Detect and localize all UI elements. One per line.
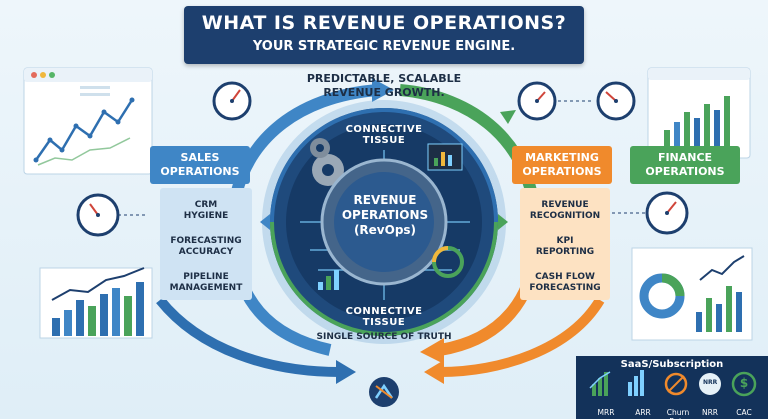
tagline-line: PREDICTABLE, SCALABLE [306, 72, 462, 85]
sales-item-line: HYGIENE [183, 211, 229, 221]
marketing-item-line: REPORTING [535, 247, 595, 257]
marketing-operations-header: MARKETING OPERATIONS [512, 146, 612, 184]
marketing-item-line: CASH FLOW [535, 272, 595, 282]
dashboard-icon [427, 143, 463, 171]
sales-operations-body: CRM HYGIENE FORECASTING ACCURACY PIPELIN… [160, 188, 252, 300]
gauge-icon [517, 81, 557, 121]
kpi-label-cac: CAC [736, 408, 752, 417]
sales-operations-header: SALES OPERATIONS [150, 146, 250, 184]
left-browser-window [23, 67, 153, 175]
ring-label-top: CONNECTIVE TISSUE [345, 124, 423, 146]
marketing-item: CASH FLOW FORECASTING [520, 272, 610, 294]
kpi-icons [576, 356, 768, 419]
sales-title-line: OPERATIONS [160, 165, 240, 178]
sales-item-line: PIPELINE [183, 272, 229, 282]
logo-icon [369, 377, 399, 407]
sales-item-line: FORECASTING [170, 236, 242, 246]
marketing-title-line: MARKETING [525, 151, 599, 164]
gauge-icon [645, 191, 689, 235]
gear-icon [310, 138, 344, 186]
right-lower-chart [631, 247, 753, 341]
sales-item-line: MANAGEMENT [169, 283, 243, 293]
marketing-operations-body: REVENUE RECOGNITION KPI REPORTING CASH F… [520, 188, 610, 300]
marketing-item-line: REVENUE [541, 200, 589, 210]
kpi-label-nrr: NRR [701, 408, 719, 417]
sales-item-line: ACCURACY [178, 247, 234, 257]
marketing-item: REVENUE RECOGNITION [520, 200, 610, 222]
arrow-left-icon [260, 214, 270, 230]
hub-line: REVENUE [353, 193, 417, 207]
gauge-icon [76, 193, 120, 237]
gauge-icon [596, 81, 636, 121]
left-bar-chart [39, 267, 153, 339]
finance-title-line: FINANCE [657, 151, 713, 164]
finance-title-line: OPERATIONS [645, 165, 725, 178]
sales-item: CRM HYGIENE [160, 200, 252, 222]
hub-line: OPERATIONS [341, 208, 429, 222]
right-browser-window [647, 67, 751, 159]
tagline: PREDICTABLE, SCALABLE REVENUE GROWTH. [270, 72, 498, 100]
marketing-title-line: OPERATIONS [522, 165, 602, 178]
tagline-line: REVENUE GROWTH. [323, 86, 445, 99]
marketing-item-line: KPI [556, 236, 574, 246]
kpi-title: SaaS/Subscription [620, 359, 724, 370]
nrr-icon: NRR [703, 379, 718, 386]
kpi-label-arr: ARR [635, 408, 651, 417]
gauge-icon [212, 81, 252, 121]
page-title: WHAT IS REVENUE OPERATIONS? [201, 12, 567, 34]
gauge-icon [432, 246, 464, 278]
ring-label-outer: SINGLE SOURCE OF TRUTH [316, 332, 452, 342]
marketing-item-line: RECOGNITION [529, 211, 601, 221]
bar-chart-icon [318, 270, 339, 290]
marketing-item: KPI REPORTING [520, 236, 610, 258]
ring-label-bottom: CONNECTIVE TISSUE [345, 306, 423, 328]
kpi-label-mrr: MRR [597, 408, 615, 417]
kpi-label-churn: Churn Rate [666, 408, 690, 419]
dollar-icon: $ [739, 376, 749, 390]
finance-operations-header: FINANCE OPERATIONS [630, 146, 740, 184]
sales-title-line: SALES [180, 151, 220, 164]
arrow-right-icon [498, 214, 508, 230]
central-gear [320, 158, 448, 286]
sales-item: FORECASTING ACCURACY [160, 236, 252, 258]
page-subtitle: YOUR STRATEGIC REVENUE ENGINE. [252, 39, 516, 54]
hub-label: REVENUE OPERATIONS (RevOps) [330, 193, 440, 238]
sales-item-line: CRM [194, 200, 218, 210]
title-banner: WHAT IS REVENUE OPERATIONS? YOUR STRATEG… [184, 6, 584, 64]
kpi-strip: SaaS/Subscription NRR $ MRR ARR Churn Ra… [576, 356, 768, 419]
arrow-icon [500, 110, 516, 124]
hub-line: (RevOps) [353, 223, 417, 237]
marketing-item-line: FORECASTING [529, 283, 601, 293]
sales-item: PIPELINE MANAGEMENT [160, 272, 252, 294]
